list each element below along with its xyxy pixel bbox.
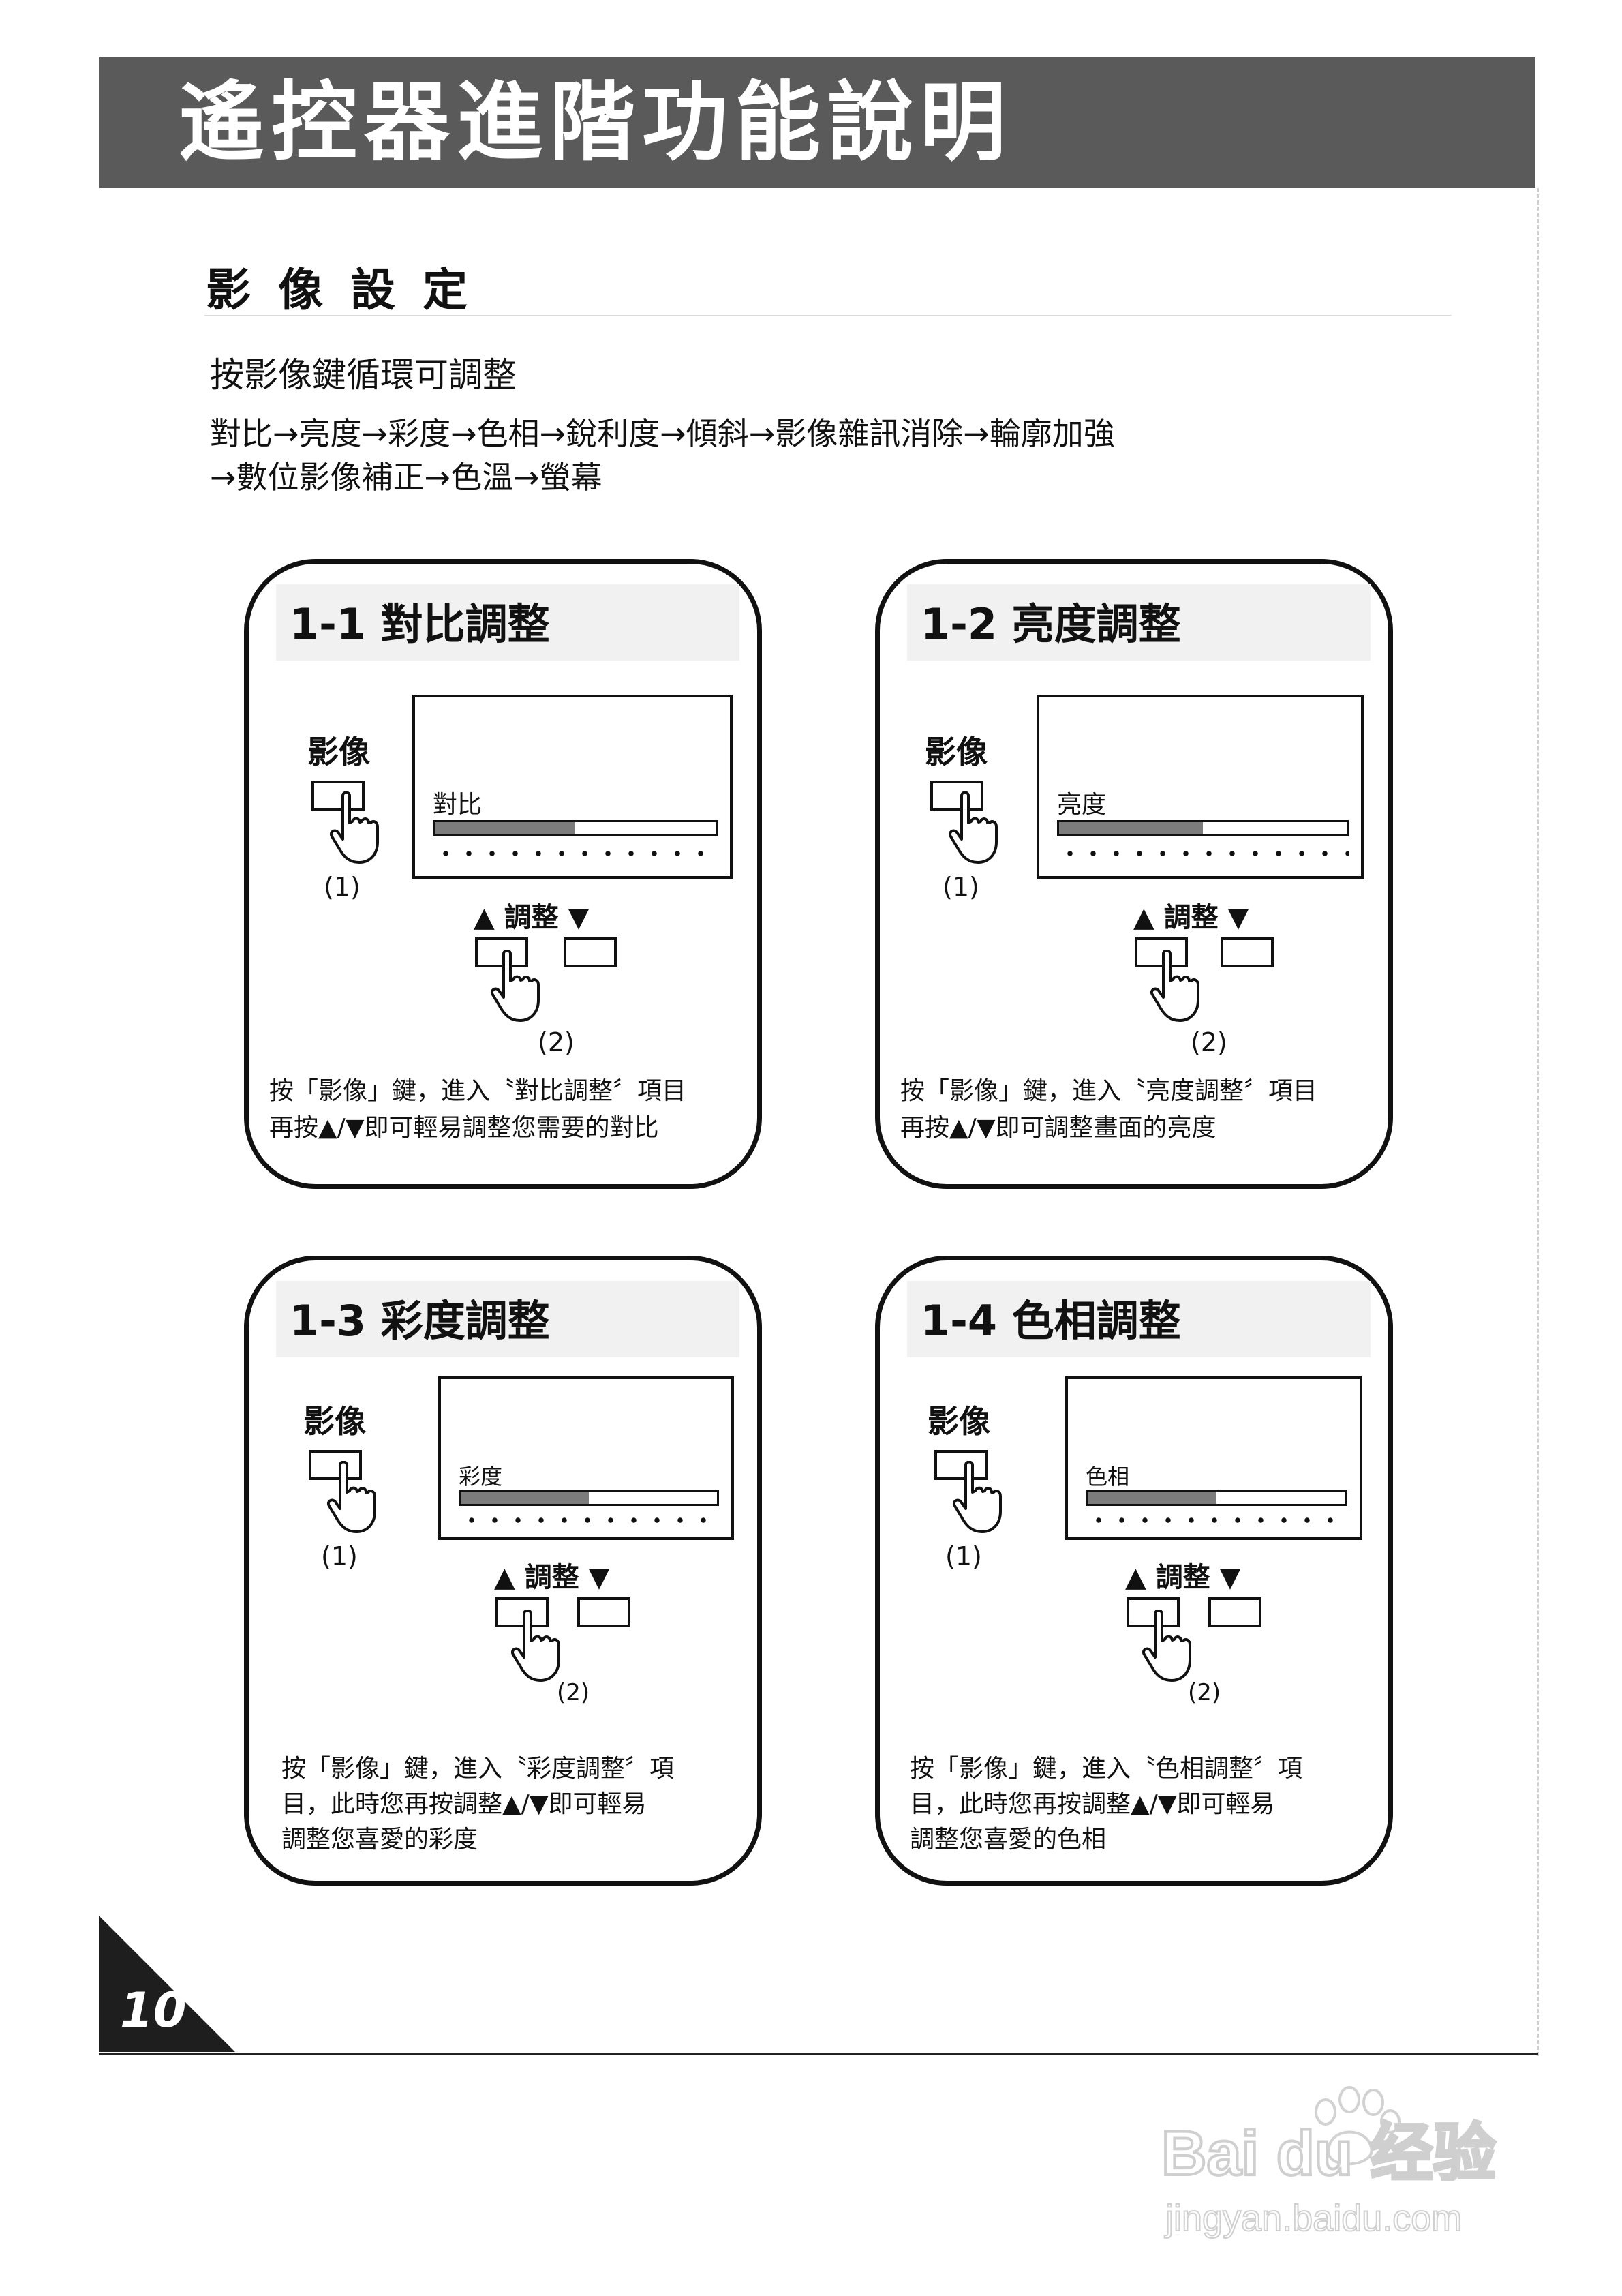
description-line: 目，此時您再按調整▲/▼即可輕易: [910, 1790, 1275, 1818]
osd-label: 彩度: [459, 1464, 503, 1490]
adjust-label: ▲ 調整 ▼: [1125, 1562, 1241, 1593]
section-divider: [204, 315, 1452, 316]
down-key-button: [577, 1597, 630, 1627]
osd-dots: [1057, 850, 1349, 857]
adjust-label: ▲ 調整 ▼: [474, 902, 590, 933]
osd-level-bar: [433, 820, 718, 836]
card-title: 1-4 色相調整: [921, 1296, 1181, 1346]
step-1-label: (1): [943, 872, 979, 902]
hand-pointer-icon: [511, 1610, 560, 1682]
down-key-button: [564, 937, 617, 967]
osd-level-bar: [1057, 820, 1349, 836]
osd-dots: [459, 1517, 719, 1524]
card-contrast: 1-1 對比調整 影像 (1) 對比 ▲ 調整 ▼ (2) 按「影像」鍵，進入〝…: [244, 559, 762, 1189]
step-2-label: (2): [557, 1679, 590, 1706]
step-1-label: (1): [945, 1541, 982, 1571]
image-key-label: 影像: [303, 1403, 366, 1440]
osd-level-fill: [461, 1492, 589, 1504]
card-title: 1-3 彩度調整: [290, 1296, 550, 1346]
image-key-button: [930, 781, 983, 811]
image-key-button: [934, 1450, 988, 1480]
description-line: 按「影像」鍵，進入〝對比調整〞項目: [269, 1077, 687, 1105]
header-bar: [99, 57, 1535, 188]
hand-pointer-icon: [327, 1461, 376, 1533]
footer-divider: [99, 2053, 1538, 2055]
osd-screen: 色相: [1065, 1376, 1362, 1540]
card-title-shade: [276, 1281, 739, 1357]
card-title-shade: [907, 1281, 1371, 1357]
step-2-label: (2): [1188, 1679, 1221, 1706]
down-key-button: [1221, 937, 1274, 967]
hand-pointer-icon: [953, 1461, 1002, 1533]
description-line: 調整您喜愛的彩度: [281, 1826, 478, 1854]
osd-level-bar: [1086, 1490, 1347, 1506]
description-line: 目，此時您再按調整▲/▼即可輕易: [281, 1790, 647, 1818]
osd-label: 亮度: [1057, 791, 1107, 819]
hand-pointer-icon: [491, 950, 540, 1022]
osd-label: 對比: [433, 791, 483, 819]
description-line: 按「影像」鍵，進入〝彩度調整〞項: [281, 1755, 675, 1783]
adjust-label: ▲ 調整 ▼: [494, 1562, 610, 1593]
osd-label: 色相: [1086, 1464, 1130, 1490]
hand-pointer-icon: [330, 791, 379, 864]
card-title-shade: [907, 584, 1371, 661]
watermark-brand: Bai du 经验: [1161, 2119, 1496, 2188]
card-hue: 1-4 色相調整 影像 (1) 色相 ▲ 調整 ▼ (2) 按「影像」鍵，進入〝…: [875, 1256, 1393, 1886]
image-key-label: 影像: [307, 734, 370, 770]
page-edge: [1537, 188, 1539, 2056]
step-1-label: (1): [321, 1541, 358, 1571]
description-line: 調整您喜愛的色相: [910, 1826, 1107, 1854]
page-number: 10: [120, 1982, 187, 2038]
page-title: 遙控器進階功能說明: [179, 72, 1013, 172]
intro-text: 按影像鍵循環可調整: [210, 355, 517, 395]
section-title: 影像設定: [206, 264, 495, 316]
adjust-label: ▲ 調整 ▼: [1133, 902, 1249, 933]
description-line: 再按▲/▼即可輕易調整您需要的對比: [269, 1114, 659, 1142]
image-key-button: [311, 781, 365, 811]
hand-pointer-icon: [949, 791, 998, 864]
card-saturation: 1-3 彩度調整 影像 (1) 彩度 ▲ 調整 ▼ (2) 按「影像」鍵，進入〝…: [244, 1256, 762, 1886]
sequence-line-2: →數位影像補正→色溫→螢幕: [210, 459, 602, 496]
osd-level-fill: [435, 822, 575, 834]
image-key-button: [309, 1450, 362, 1480]
up-key-button: [495, 1597, 549, 1627]
up-key-button: [1127, 1597, 1180, 1627]
description-line: 按「影像」鍵，進入〝色相調整〞項: [910, 1755, 1303, 1783]
osd-screen: 亮度: [1037, 695, 1364, 879]
watermark-url: jingyan.baidu.com: [1164, 2198, 1462, 2239]
osd-level-fill: [1088, 1492, 1216, 1504]
image-key-label: 影像: [925, 734, 988, 770]
step-2-label: (2): [1191, 1027, 1227, 1057]
card-title: 1-2 亮度調整: [921, 599, 1181, 649]
description-line: 再按▲/▼即可調整畫面的亮度: [900, 1114, 1216, 1142]
hand-pointer-icon: [1150, 950, 1199, 1022]
card-title: 1-1 對比調整: [290, 599, 550, 649]
osd-level-bar: [459, 1490, 719, 1506]
image-key-label: 影像: [928, 1403, 990, 1440]
osd-dots: [433, 850, 718, 857]
osd-screen: 對比: [412, 695, 733, 879]
up-key-button: [475, 937, 528, 967]
hand-pointer-icon: [1142, 1610, 1191, 1682]
down-key-button: [1208, 1597, 1261, 1627]
description-line: 按「影像」鍵，進入〝亮度調整〞項目: [900, 1077, 1318, 1105]
card-brightness: 1-2 亮度調整 影像 (1) 亮度 ▲ 調整 ▼ (2) 按「影像」鍵，進入〝…: [875, 559, 1393, 1189]
up-key-button: [1135, 937, 1188, 967]
sequence-line-1: 對比→亮度→彩度→色相→銳利度→傾斜→影像雜訊消除→輪廓加強: [210, 415, 1115, 452]
step-2-label: (2): [538, 1027, 575, 1057]
page-corner-tab: [99, 1916, 235, 2052]
osd-dots: [1086, 1517, 1347, 1524]
baidu-watermark: Bai du 经验 jingyan.baidu.com: [1160, 2086, 1497, 2239]
step-1-label: (1): [324, 872, 361, 902]
osd-screen: 彩度: [438, 1376, 734, 1540]
osd-level-fill: [1059, 822, 1203, 834]
card-title-shade: [276, 584, 739, 661]
